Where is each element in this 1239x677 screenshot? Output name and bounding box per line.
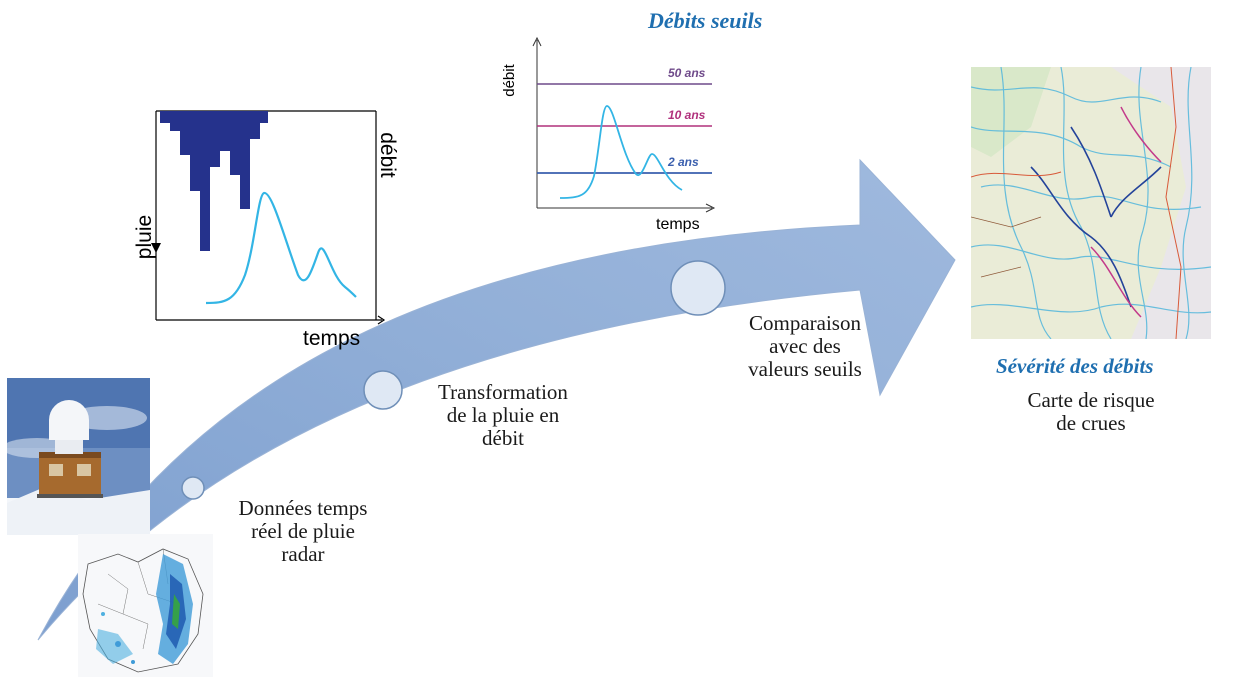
hydro-time-label: temps bbox=[303, 327, 361, 350]
result-subtitle: Carte de risque de crues bbox=[1027, 388, 1155, 435]
step2-circle bbox=[363, 370, 403, 410]
step1-label: Données temps réel de pluie radar bbox=[238, 496, 368, 566]
rain-bars bbox=[160, 111, 268, 251]
radar-rain-map bbox=[78, 534, 213, 677]
thresholds-flow-label: débit bbox=[500, 64, 518, 97]
flow-curve bbox=[205, 191, 357, 305]
step2-label: Transformation de la pluie en débit bbox=[438, 380, 568, 450]
threshold-50-label: 50 ans bbox=[668, 66, 706, 80]
thresholds-time-label: temps bbox=[656, 216, 700, 233]
threshold-10-label: 10 ans bbox=[668, 108, 706, 122]
threshold-2-label: 2 ans bbox=[668, 155, 699, 169]
step3-circle bbox=[670, 260, 726, 316]
hydro-rain-label: pluie bbox=[133, 214, 157, 260]
result-title: Sévérité des débits bbox=[996, 354, 1154, 378]
thresholds-title: Débits seuils bbox=[648, 8, 763, 33]
step3-label: Comparaison avec des valeurs seuils bbox=[748, 311, 862, 381]
step1-circle bbox=[181, 476, 205, 500]
hydro-flow-label: débit bbox=[375, 132, 399, 178]
threshold-flow-curve bbox=[559, 105, 683, 199]
radar-station-photo bbox=[7, 378, 150, 535]
curved-arrow-shape bbox=[37, 158, 956, 641]
hydrograph-chart bbox=[151, 110, 386, 325]
thresholds-chart bbox=[532, 36, 716, 213]
flood-risk-map bbox=[971, 67, 1211, 339]
